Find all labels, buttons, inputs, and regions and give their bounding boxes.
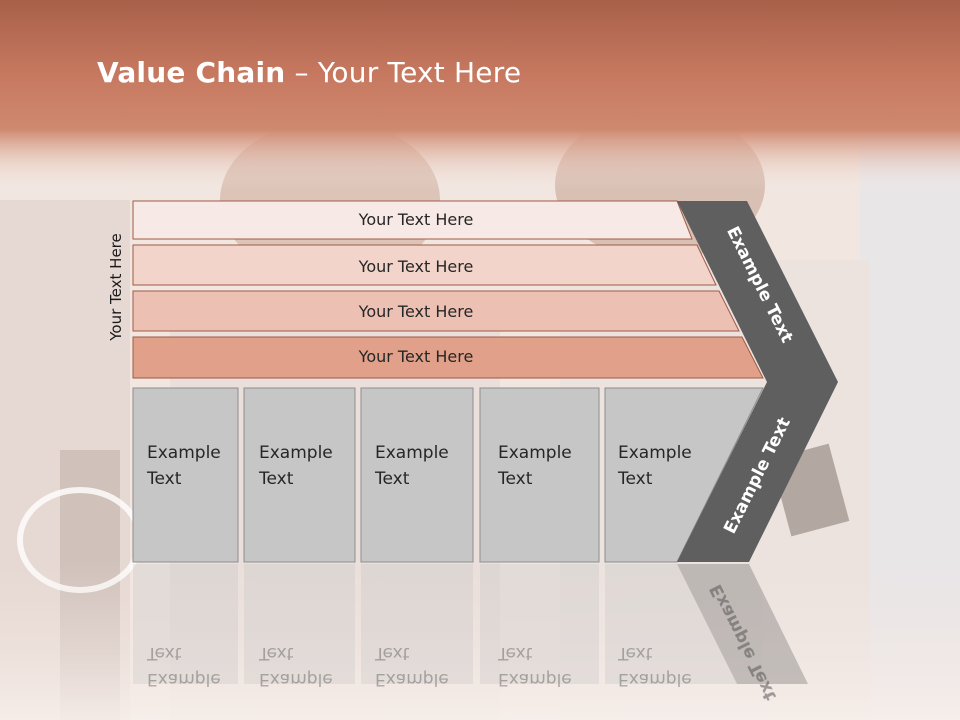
row-shape (132, 290, 740, 332)
chevron-lower-arm (677, 382, 838, 562)
support-activity-row: Your Text Here (132, 336, 764, 379)
row-label: Your Text Here (358, 302, 474, 321)
reflection-text-line: Example (259, 669, 333, 689)
reflection-text-line: Example (147, 669, 221, 689)
title-rest-part: Your Text Here (317, 56, 522, 89)
row-shape (132, 244, 717, 286)
box-text-line1: Example (618, 443, 692, 463)
reflection-text-line: Example (498, 669, 572, 689)
box-text-line1: Example (375, 443, 449, 463)
reflection-chevron (677, 564, 808, 684)
box-text-line1: Example (147, 443, 221, 463)
reflection-text-line: Example (618, 669, 692, 689)
support-activity-row: Your Text Here (132, 244, 717, 286)
support-activity-row: Your Text Here (132, 290, 740, 332)
box-text-line1: Example (498, 443, 572, 463)
title-separator: – (294, 56, 309, 89)
box-shape (360, 387, 474, 563)
reflection-box (605, 564, 737, 684)
margin-chevron: Example Text Example Text (677, 201, 838, 562)
reflection-box (480, 564, 599, 684)
reflection-text-line: Text (617, 643, 653, 663)
reflection-text-line: Example (375, 669, 449, 689)
primary-activity-box: Example Text (360, 387, 474, 563)
box-text-line2: Text (374, 469, 410, 489)
reflection-box (244, 564, 355, 684)
box-shape (479, 387, 600, 563)
box-text-line2: Text (617, 469, 653, 489)
row-label: Your Text Here (358, 347, 474, 366)
row-shape (132, 336, 764, 379)
primary-activity-box: Example Text (479, 387, 600, 563)
row-shape (132, 200, 693, 240)
reflection-text-line: Text (374, 643, 410, 663)
box-text-line2: Text (497, 469, 533, 489)
primary-activity-box: Example Text (604, 387, 764, 563)
reflection-text-line: Text (497, 643, 533, 663)
primary-activity-box: Example Text (132, 387, 239, 563)
box-text-line2: Text (146, 469, 182, 489)
row-label: Your Text Here (358, 257, 474, 276)
chevron-upper-arm (677, 201, 838, 382)
box-shape (132, 387, 239, 563)
primary-activity-box: Example Text (243, 387, 356, 563)
reflection-text-line: Text (146, 643, 182, 663)
box-text-line2: Text (258, 469, 294, 489)
diagram-reflection (133, 564, 808, 684)
box-text-line1: Example (259, 443, 333, 463)
support-activity-row: Your Text Here (132, 200, 693, 240)
slide-title: Value Chain – Your Text Here (97, 56, 521, 89)
reflection-box (133, 564, 238, 684)
box-shape (243, 387, 356, 563)
reflection-text-line: Text (258, 643, 294, 663)
row-label: Your Text Here (358, 210, 474, 229)
reflection-box (361, 564, 473, 684)
title-bold-part: Value Chain (97, 56, 286, 89)
